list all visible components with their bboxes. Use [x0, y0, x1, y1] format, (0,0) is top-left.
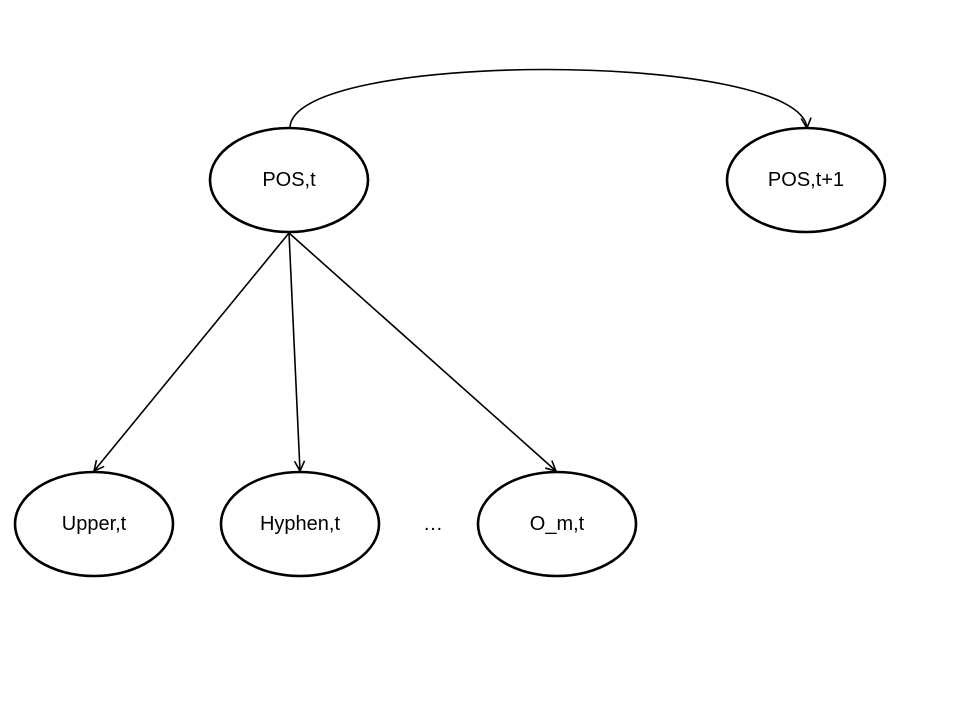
- node-hyphen-t-shape: [219, 470, 381, 578]
- node-o-m-t-label: O_m,t: [530, 513, 585, 535]
- node-hyphen-t-label: Hyphen,t: [260, 513, 340, 535]
- edge-pos-t-to-pos-t1: [289, 68, 807, 129]
- node-pos-t-label: POS,t: [262, 169, 316, 191]
- edge-pos-t-to-o-m-t: [288, 232, 556, 471]
- node-upper-t-label: Upper,t: [62, 513, 127, 535]
- node-pos-t1: POS,t+1: [725, 126, 887, 234]
- node-hyphen-t: Hyphen,t: [219, 470, 381, 578]
- node-pos-t: POS,t: [208, 126, 370, 234]
- node-o-m-t-shape: [476, 470, 638, 578]
- ellipsis-label: …: [423, 513, 443, 535]
- edge-pos-t-to-upper-t: [94, 232, 290, 471]
- node-upper-t: Upper,t: [13, 470, 175, 578]
- node-upper-t-shape: [13, 470, 175, 578]
- node-pos-t1-shape: [725, 126, 887, 234]
- node-pos-t1-label: POS,t+1: [768, 169, 844, 191]
- edge-pos-t-to-hyphen-t: [288, 232, 300, 471]
- node-o-m-t: O_m,t: [476, 470, 638, 578]
- node-pos-t-shape: [208, 126, 370, 234]
- edges: [94, 68, 807, 472]
